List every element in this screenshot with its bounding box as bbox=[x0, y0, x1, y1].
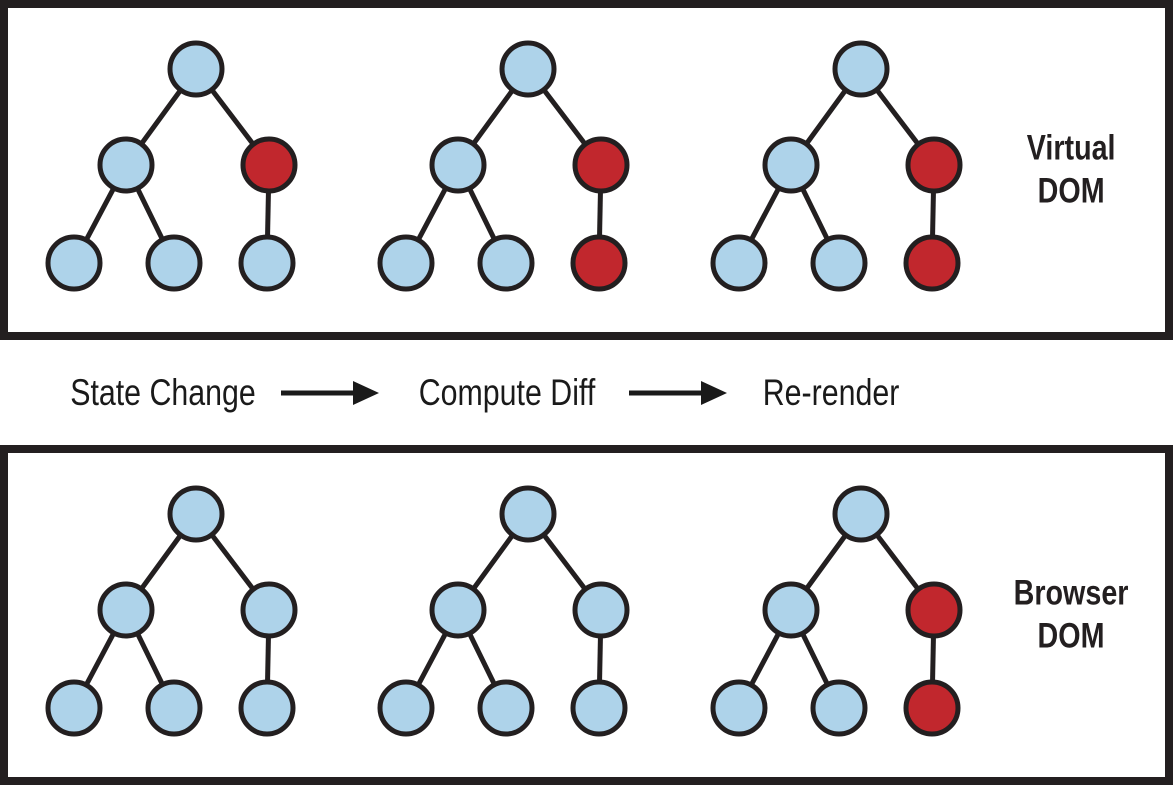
tree-node-root bbox=[499, 40, 557, 98]
tree-node-left_right bbox=[810, 679, 868, 737]
tree-node-right-changed bbox=[905, 581, 963, 639]
tree-node-root bbox=[167, 485, 225, 543]
tree-node-left_right bbox=[145, 679, 203, 737]
tree-node-right_child-changed bbox=[903, 234, 961, 292]
virtual-dom-label: Virtual DOM bbox=[991, 127, 1151, 212]
flow-step-state-change: State Change bbox=[70, 371, 256, 413]
browser-dom-trees bbox=[45, 485, 963, 737]
tree-node-right_child-changed bbox=[570, 234, 628, 292]
tree-node-left_right bbox=[145, 234, 203, 292]
tree-node-right bbox=[572, 581, 630, 639]
tree-node-right-changed bbox=[905, 136, 963, 194]
virtual-dom-trees bbox=[45, 40, 963, 292]
tree-node-root bbox=[832, 40, 890, 98]
tree-node-left_left bbox=[377, 679, 435, 737]
virtual-dom-label-line1: Virtual bbox=[1026, 128, 1116, 168]
tree-node-left bbox=[762, 136, 820, 194]
tree-node-left bbox=[429, 136, 487, 194]
tree-node-right_child bbox=[238, 234, 296, 292]
tree-node-left_left bbox=[710, 679, 768, 737]
tree-node-left bbox=[97, 581, 155, 639]
tree-node-root bbox=[499, 485, 557, 543]
tree-node-root bbox=[832, 485, 890, 543]
tree-node-left_left bbox=[377, 234, 435, 292]
virtual-dom-panel: Virtual DOM bbox=[0, 0, 1173, 340]
tree-node-left_right bbox=[810, 234, 868, 292]
tree-node-left bbox=[762, 581, 820, 639]
browser-dom-label-line2: DOM bbox=[1037, 616, 1105, 655]
tree-node-left bbox=[429, 581, 487, 639]
tree-node-left bbox=[97, 136, 155, 194]
flow-step-re-render: Re-render bbox=[762, 371, 900, 413]
tree-node-left_left bbox=[45, 234, 103, 292]
virtual-dom-label-line2: DOM bbox=[1037, 171, 1105, 210]
browser-dom-panel: Browser DOM bbox=[0, 445, 1173, 785]
tree-node-right_child bbox=[238, 679, 296, 737]
browser-dom-label: Browser DOM bbox=[991, 572, 1151, 657]
arrow-right-icon bbox=[629, 380, 727, 405]
arrow-right-icon bbox=[281, 380, 379, 405]
update-flow: State Change Compute Diff Re-render bbox=[0, 340, 1173, 445]
tree-node-left_right bbox=[477, 234, 535, 292]
tree-node-right_child bbox=[570, 679, 628, 737]
tree-node-left_left bbox=[710, 234, 768, 292]
tree-node-right_child-changed bbox=[903, 679, 961, 737]
tree-node-left_right bbox=[477, 679, 535, 737]
tree-node-root bbox=[167, 40, 225, 98]
tree-node-right-changed bbox=[240, 136, 298, 194]
tree-node-left_left bbox=[45, 679, 103, 737]
tree-node-right-changed bbox=[572, 136, 630, 194]
tree-node-right bbox=[240, 581, 298, 639]
browser-dom-label-line1: Browser bbox=[1013, 573, 1129, 613]
flow-step-compute-diff: Compute Diff bbox=[418, 371, 596, 413]
